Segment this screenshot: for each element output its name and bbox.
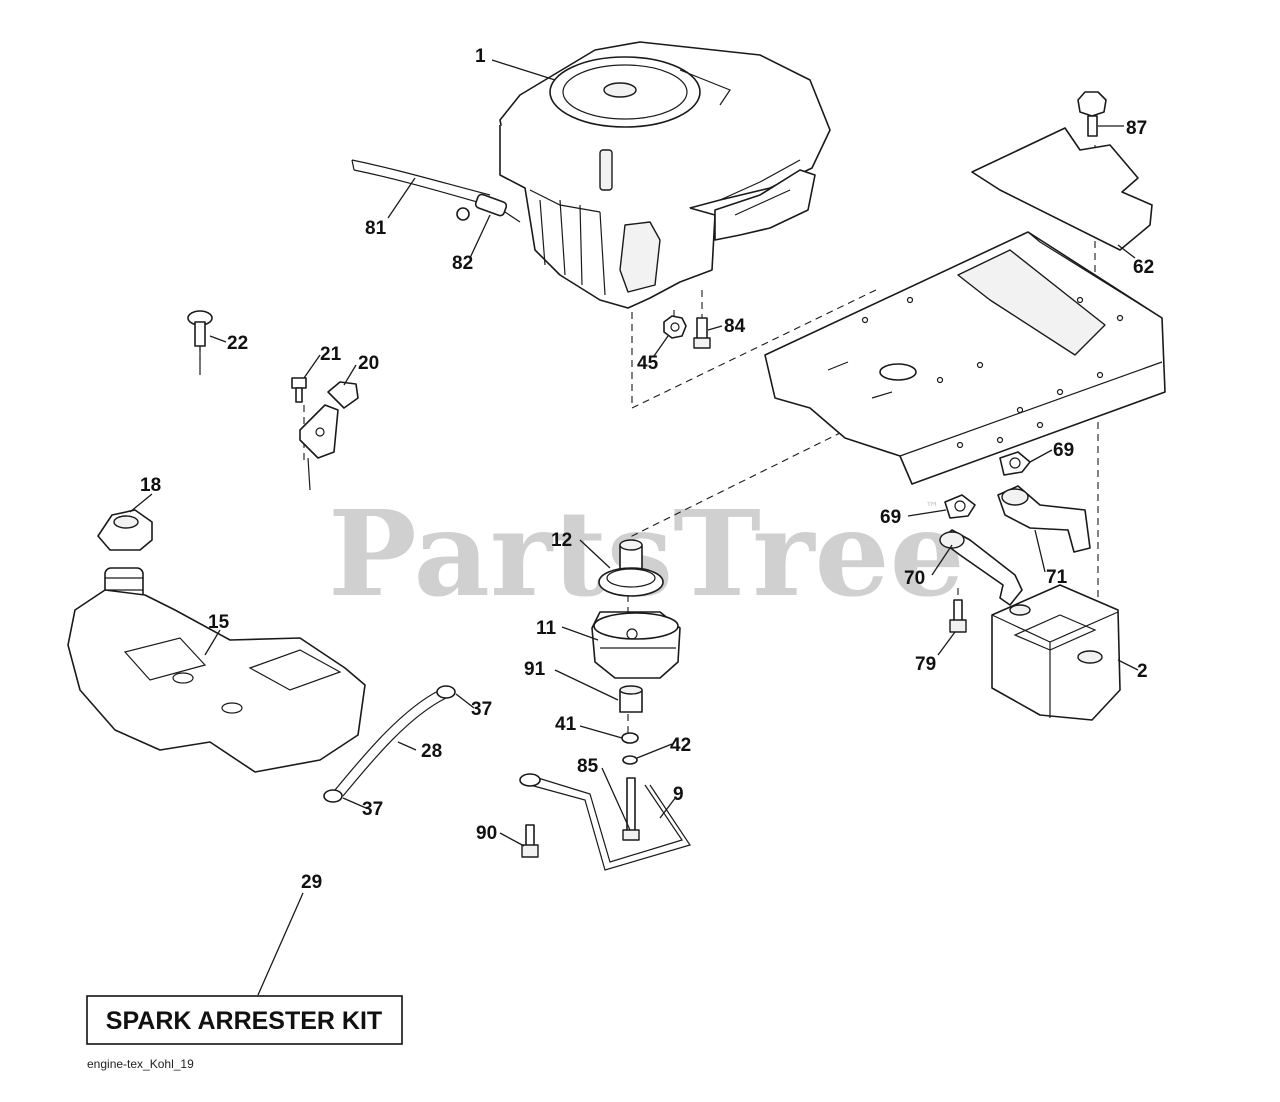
callout-81[interactable]: 81 bbox=[365, 218, 387, 239]
fuel-filter-part-82[interactable] bbox=[456, 193, 521, 223]
engine-to-frame-dash bbox=[631, 287, 881, 409]
bolt-part-21[interactable] bbox=[291, 377, 307, 403]
fuel-line-part-81[interactable] bbox=[351, 159, 491, 206]
callout-62[interactable]: 62 bbox=[1133, 257, 1154, 278]
callout-71[interactable]: 71 bbox=[1046, 567, 1068, 588]
knob-part-87[interactable] bbox=[1077, 91, 1107, 137]
callout-28[interactable]: 28 bbox=[421, 741, 442, 762]
watermark-text: PartsTree bbox=[328, 484, 965, 623]
callout-22[interactable]: 22 bbox=[227, 333, 248, 354]
muffler-part-2[interactable] bbox=[991, 584, 1121, 721]
callout-20[interactable]: 20 bbox=[358, 353, 379, 374]
callout-18[interactable]: 18 bbox=[140, 475, 161, 496]
callout-labels: 1 87 81 82 62 84 45 22 21 20 69 69 18 12… bbox=[140, 46, 1154, 893]
callout-90[interactable]: 90 bbox=[476, 823, 497, 844]
exhaust-pipe-part-71[interactable] bbox=[997, 485, 1091, 553]
clutch-part-11[interactable] bbox=[591, 611, 681, 679]
callout-12[interactable]: 12 bbox=[551, 530, 572, 551]
frame-plate bbox=[764, 231, 1166, 485]
fuel-cap-part-18[interactable] bbox=[97, 509, 153, 551]
diagram-reference-code: engine-tex_Kohl_19 bbox=[87, 1057, 194, 1071]
washer-part-41[interactable] bbox=[621, 732, 639, 744]
callout-21[interactable]: 21 bbox=[320, 344, 342, 365]
callout-70[interactable]: 70 bbox=[904, 568, 925, 589]
callout-37-bottom[interactable]: 37 bbox=[362, 799, 383, 820]
callout-11[interactable]: 11 bbox=[536, 618, 557, 639]
callout-69-right[interactable]: 69 bbox=[1053, 440, 1074, 461]
washer-part-42[interactable] bbox=[622, 755, 638, 765]
callout-1[interactable]: 1 bbox=[475, 46, 486, 67]
bolt-part-85[interactable] bbox=[622, 777, 640, 841]
watermark: PartsTree ™ bbox=[328, 484, 965, 623]
gasket-part-69-left[interactable] bbox=[944, 494, 976, 519]
bolt-part-79[interactable] bbox=[949, 599, 967, 633]
callout-69-left[interactable]: 69 bbox=[880, 507, 901, 528]
gasket-part-69-right[interactable] bbox=[999, 451, 1031, 476]
clamp-part-37-top[interactable] bbox=[436, 685, 456, 699]
engine-part-1[interactable] bbox=[499, 41, 831, 309]
bracket-part-9[interactable] bbox=[519, 773, 691, 871]
spark-arrester-kit[interactable]: SPARK ARRESTER KIT bbox=[86, 995, 403, 1045]
callout-91[interactable]: 91 bbox=[524, 659, 546, 680]
leader-lines bbox=[129, 59, 1139, 996]
nut-part-45[interactable] bbox=[663, 315, 687, 339]
bolt-part-84[interactable] bbox=[693, 317, 711, 349]
pulley-part-12[interactable] bbox=[598, 539, 664, 597]
callout-84[interactable]: 84 bbox=[724, 316, 746, 337]
callout-82[interactable]: 82 bbox=[452, 253, 473, 274]
exhaust-pipe-part-70[interactable] bbox=[939, 529, 1023, 606]
bolt-part-90[interactable] bbox=[521, 824, 539, 858]
callout-29[interactable]: 29 bbox=[301, 872, 322, 893]
callout-45[interactable]: 45 bbox=[637, 353, 659, 374]
callout-41[interactable]: 41 bbox=[555, 714, 577, 735]
callout-9[interactable]: 9 bbox=[673, 784, 684, 805]
frame-to-clutch-dash bbox=[627, 431, 843, 539]
callout-79[interactable]: 79 bbox=[915, 654, 936, 675]
callout-85[interactable]: 85 bbox=[577, 756, 599, 777]
callout-15[interactable]: 15 bbox=[208, 612, 230, 633]
callout-87[interactable]: 87 bbox=[1126, 118, 1147, 139]
shield-part-62[interactable] bbox=[971, 127, 1153, 251]
callout-37-top[interactable]: 37 bbox=[471, 699, 492, 720]
plug-part-22[interactable] bbox=[187, 310, 213, 375]
clamp-part-37-bottom[interactable] bbox=[323, 789, 343, 803]
callout-2[interactable]: 2 bbox=[1137, 661, 1148, 682]
spark-arrester-kit-label[interactable]: SPARK ARRESTER KIT bbox=[106, 1007, 382, 1035]
callout-42[interactable]: 42 bbox=[670, 735, 691, 756]
bushing-part-91[interactable] bbox=[619, 685, 643, 713]
fuel-tank-part-15[interactable] bbox=[67, 567, 366, 773]
control-part-20[interactable] bbox=[299, 381, 359, 491]
hose-part-28[interactable] bbox=[334, 689, 447, 797]
